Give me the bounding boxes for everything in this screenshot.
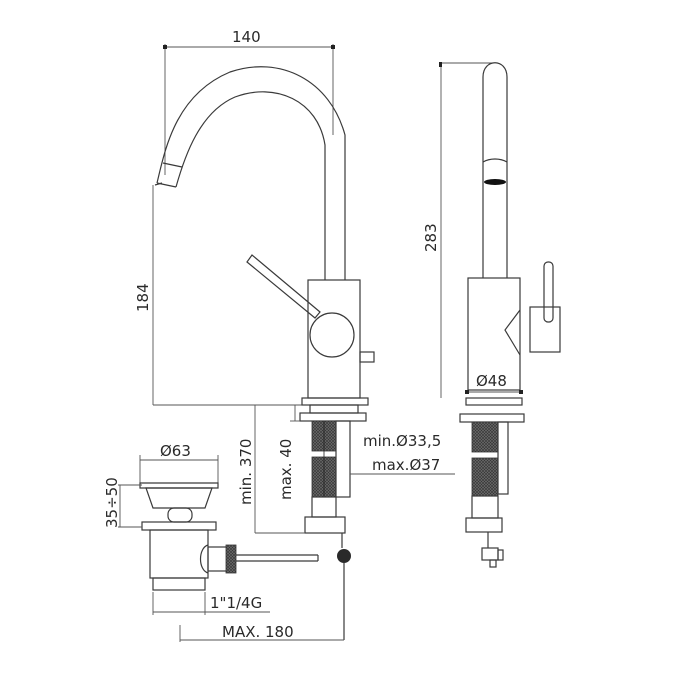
- front-shank: [299, 397, 369, 640]
- spout-height-label: 184: [134, 283, 152, 312]
- waste-height-label: 35÷50: [103, 477, 121, 528]
- max-deck-label: max. 40: [277, 439, 295, 500]
- max-length-label: MAX. 180: [222, 623, 294, 641]
- min-depth-label: min. 370: [237, 439, 255, 505]
- min-hole-label: min.Ø33,5: [363, 432, 441, 450]
- total-height-label: 283: [422, 223, 440, 252]
- waste-fitting: [118, 455, 344, 642]
- base-diameter-label: Ø48: [476, 372, 507, 390]
- front-view: [152, 44, 375, 406]
- side-view: [439, 62, 561, 568]
- thread-label: 1"1/4G: [210, 594, 262, 612]
- width-label: 140: [232, 28, 261, 46]
- installation-dims: [254, 404, 455, 534]
- waste-diameter-label: Ø63: [160, 442, 191, 460]
- max-hole-label: max.Ø37: [372, 456, 440, 474]
